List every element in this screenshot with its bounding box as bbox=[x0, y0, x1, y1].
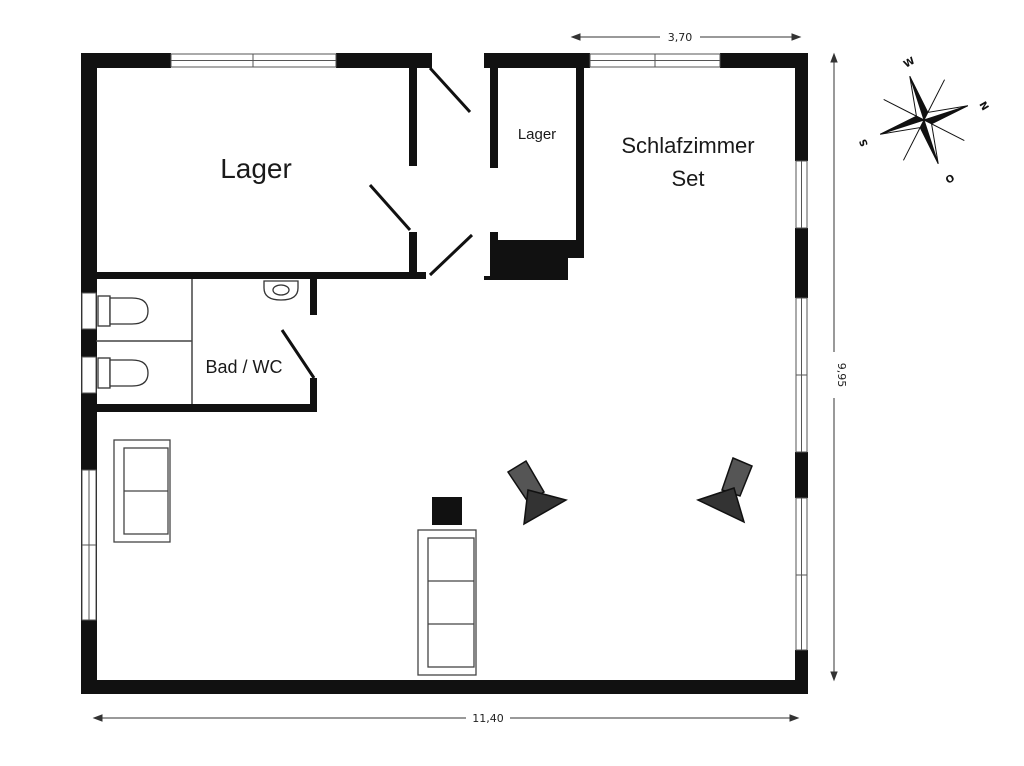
wall-lager-bottom bbox=[96, 272, 426, 279]
wall-right-seg2 bbox=[795, 228, 808, 298]
wall-bad-right-bottom bbox=[310, 378, 317, 412]
interior-walls bbox=[96, 68, 584, 412]
dimension-top-label: 3,70 bbox=[668, 31, 693, 44]
door-bad bbox=[280, 329, 316, 379]
windows bbox=[81, 53, 808, 651]
compass-w: W bbox=[902, 56, 917, 71]
door-lager-top bbox=[428, 66, 472, 114]
sink bbox=[263, 280, 299, 301]
dimension-bottom-label: 11,40 bbox=[472, 712, 504, 725]
stair-block-2 bbox=[540, 246, 584, 258]
dimension-top bbox=[570, 33, 802, 41]
room-label-bad: Bad / WC bbox=[205, 357, 282, 377]
compass-s: S bbox=[858, 137, 871, 148]
stair-block-1 bbox=[490, 246, 540, 280]
compass-o: O bbox=[944, 173, 957, 187]
sofa-left bbox=[113, 439, 171, 543]
room-label-lager-large: Lager bbox=[220, 153, 292, 184]
wall-right-seg3 bbox=[795, 452, 808, 498]
door-lager-mid bbox=[368, 184, 412, 231]
wall-top-left-b bbox=[336, 53, 432, 68]
stair-step-line bbox=[484, 276, 568, 280]
wall-lager-right-top bbox=[409, 68, 417, 166]
wall-right-top bbox=[795, 53, 808, 161]
door-lager-bottom bbox=[428, 233, 474, 277]
wall-right-seg4 bbox=[795, 650, 808, 694]
wall-top-left-a bbox=[81, 53, 171, 68]
camera-block bbox=[432, 497, 462, 525]
window-left-2 bbox=[81, 356, 97, 394]
stair-block-3 bbox=[540, 258, 568, 280]
studio-light-right bbox=[696, 456, 753, 524]
doors bbox=[280, 66, 474, 379]
wall-lager-right-bottom bbox=[409, 232, 417, 277]
room-label-schlafzimmer-2: Set bbox=[671, 166, 704, 191]
dimension-right bbox=[830, 52, 838, 682]
wall-bad-bottom bbox=[96, 404, 317, 412]
wall-bottom bbox=[81, 680, 808, 694]
wc-partitions bbox=[96, 279, 193, 404]
wall-top-right-b bbox=[720, 53, 808, 68]
dimension-bottom bbox=[92, 714, 800, 722]
toilet-1 bbox=[97, 295, 149, 327]
wall-top-right-a bbox=[484, 53, 590, 68]
wall-small-lager-bottom bbox=[498, 240, 584, 246]
room-label-lager-small: Lager bbox=[518, 126, 556, 143]
wall-small-lager-left-top bbox=[490, 68, 498, 168]
compass-n: N bbox=[976, 100, 990, 113]
sofa-center bbox=[417, 529, 477, 676]
dimension-right-label: 9,95 bbox=[835, 363, 848, 388]
window-left-1 bbox=[81, 292, 97, 330]
toilet-2 bbox=[97, 357, 149, 389]
wall-small-lager-right bbox=[576, 68, 584, 246]
studio-light-left bbox=[506, 459, 568, 526]
compass-rose-icon bbox=[880, 76, 968, 164]
wall-bad-right-top bbox=[310, 279, 317, 315]
room-label-schlafzimmer-1: Schlafzimmer bbox=[621, 133, 754, 158]
